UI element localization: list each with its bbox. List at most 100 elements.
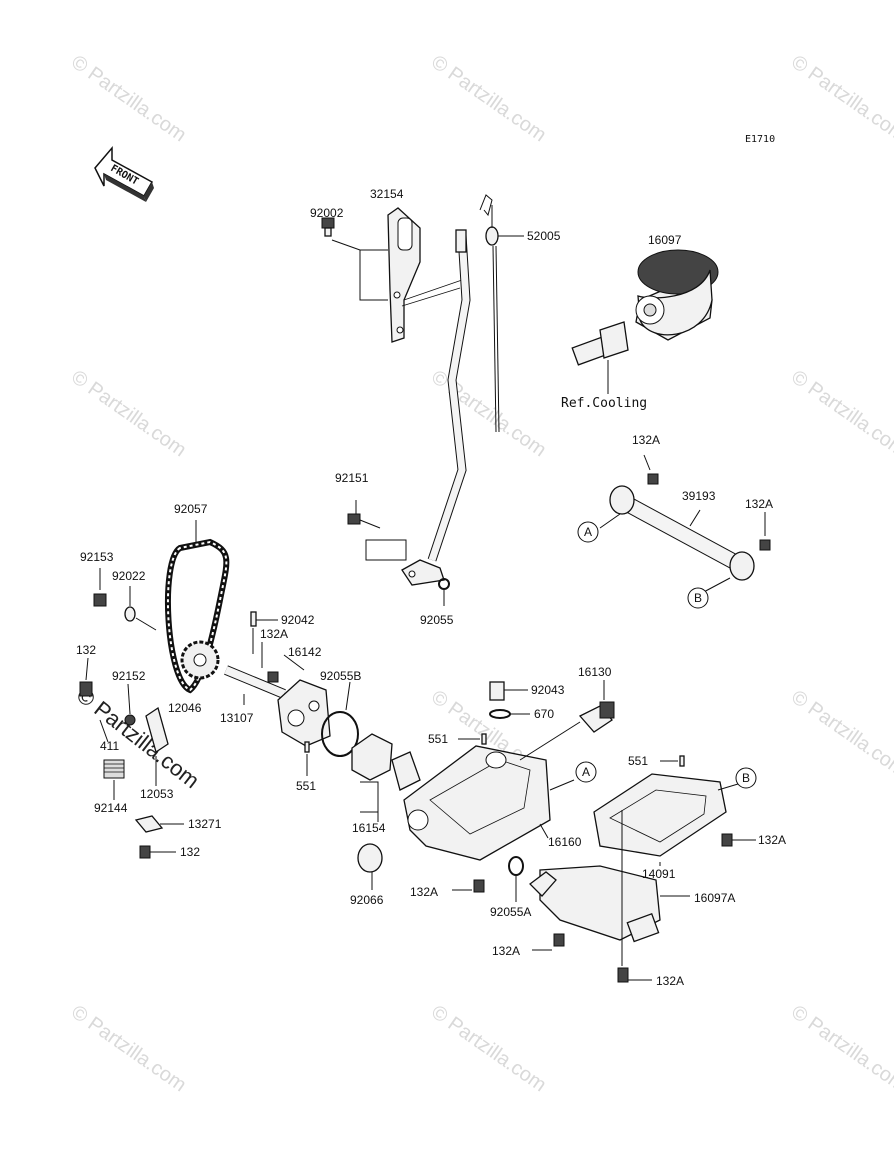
pin-92042 [250, 611, 257, 627]
callout-a-label: A [584, 525, 592, 539]
part-label[interactable]: 16154 [352, 821, 386, 835]
part-label[interactable]: 132A [492, 944, 520, 958]
part-label[interactable]: 13271 [188, 817, 222, 831]
callout-b-lower: B [735, 767, 757, 789]
oil-pump-16142 [277, 679, 331, 747]
part-label[interactable]: 132 [76, 643, 96, 657]
part-label[interactable]: 52005 [527, 229, 561, 243]
pin-551-b [481, 733, 487, 745]
bolt-92151 [347, 513, 381, 529]
bolt-92002 [321, 217, 335, 237]
part-label[interactable]: 92002 [310, 206, 344, 220]
part-label[interactable]: 132A [656, 974, 684, 988]
bolt-132a-5 [721, 833, 733, 847]
watermark-text: © Partzilla.com [787, 366, 894, 461]
part-label[interactable]: 13107 [220, 711, 254, 725]
spring-92144 [103, 759, 125, 779]
part-label[interactable]: 16160 [548, 835, 582, 849]
part-label[interactable]: 39193 [682, 489, 716, 503]
watermark-text: © Partzilla.com [427, 366, 550, 461]
oil-gauge-tube [401, 229, 471, 586]
part-label[interactable]: 92152 [112, 669, 146, 683]
part-label[interactable]: 92055B [320, 669, 361, 683]
part-label[interactable]: 92055A [490, 905, 531, 919]
part-label[interactable]: 92066 [350, 893, 384, 907]
pin-551-c [679, 755, 685, 767]
oil-cooler-16097a [529, 865, 661, 943]
shaft-13107 [224, 665, 286, 699]
washer-92022 [124, 606, 136, 622]
part-label[interactable]: 16142 [288, 645, 322, 659]
part-label[interactable]: 92057 [174, 502, 208, 516]
bolt-132a-3 [267, 671, 279, 683]
plate-12053 [145, 706, 169, 754]
cover-14091 [593, 773, 727, 857]
part-label[interactable]: 92153 [80, 550, 114, 564]
pin-551-a [304, 741, 310, 753]
part-label[interactable]: 32154 [370, 187, 404, 201]
bolt-132a-4 [473, 879, 485, 893]
part-label[interactable]: 551 [628, 754, 648, 768]
dowel-92043 [489, 681, 505, 701]
part-label[interactable]: 551 [428, 732, 448, 746]
pressure-switch-16130 [578, 701, 615, 733]
bolt-132-a [79, 681, 93, 697]
part-label[interactable]: 411 [100, 739, 119, 753]
oring-670 [489, 709, 511, 719]
watermark-text: © Partzilla.com [427, 1001, 550, 1096]
part-label[interactable]: 12053 [140, 787, 174, 801]
callout-b-label: B [742, 771, 750, 785]
bracket-13271 [134, 815, 164, 833]
callout-b-label: B [694, 591, 702, 605]
bolt-132-b [139, 845, 151, 859]
part-label[interactable]: 92022 [112, 569, 146, 583]
diagram-code: E1710 [745, 134, 775, 145]
part-label[interactable]: 670 [534, 707, 554, 721]
ref-cooling-note: Ref.Cooling [561, 396, 647, 411]
oil-pan-16160 [403, 745, 551, 861]
part-label[interactable]: 132A [758, 833, 786, 847]
part-label[interactable]: 132A [745, 497, 773, 511]
watermark-text: © Partzilla.com [787, 1001, 894, 1096]
oring-92055a [508, 856, 524, 876]
oil-filter-fitting [571, 321, 629, 366]
callout-b-upper: B [687, 587, 709, 609]
part-label[interactable]: 132A [260, 627, 288, 641]
watermark-text: © Partzilla.com [67, 366, 190, 461]
part-label[interactable]: 92151 [335, 471, 369, 485]
bolt-92153 [93, 593, 107, 607]
oil-filter-16097 [635, 249, 719, 341]
callout-a-label: A [582, 765, 590, 779]
sprocket-12046 [180, 640, 220, 680]
part-label[interactable]: 132A [410, 885, 438, 899]
strainer-16154 [351, 733, 421, 791]
bolt-132a-1 [647, 473, 659, 485]
part-label[interactable]: 132 [180, 845, 200, 859]
part-label[interactable]: 92043 [531, 683, 565, 697]
part-label[interactable]: 14091 [642, 867, 676, 881]
watermark-text: © Partzilla.com [427, 51, 550, 146]
part-label[interactable]: 551 [296, 779, 316, 793]
part-label[interactable]: 16097A [694, 891, 735, 905]
part-label[interactable]: 132A [632, 433, 660, 447]
callout-a-upper: A [577, 521, 599, 543]
part-label[interactable]: 16130 [578, 665, 612, 679]
bracket-32154 [387, 207, 463, 343]
nut-92152 [124, 714, 136, 726]
watermark-text: © Partzilla.com [67, 1001, 190, 1096]
watermark-text: © Partzilla.com [67, 51, 190, 146]
watermark-text: © Partzilla.com [787, 51, 894, 146]
part-labels: 92002 32154 52005 16097 132A 39193 132A … [76, 187, 786, 988]
front-arrow-icon: FRONT [94, 145, 154, 202]
dipstick-52005 [479, 194, 500, 433]
oring-92055b [321, 711, 359, 757]
part-label[interactable]: 12046 [168, 701, 202, 715]
part-label[interactable]: 92042 [281, 613, 315, 627]
pipe-39193 [609, 485, 755, 581]
part-label[interactable]: 92055 [420, 613, 454, 627]
part-label[interactable]: 16097 [648, 233, 682, 247]
bolt-132a-7 [617, 967, 629, 983]
watermark-text-dark: © Partzilla.com [72, 682, 204, 793]
watermark-text: © Partzilla.com [787, 686, 894, 781]
part-label[interactable]: 92144 [94, 801, 128, 815]
